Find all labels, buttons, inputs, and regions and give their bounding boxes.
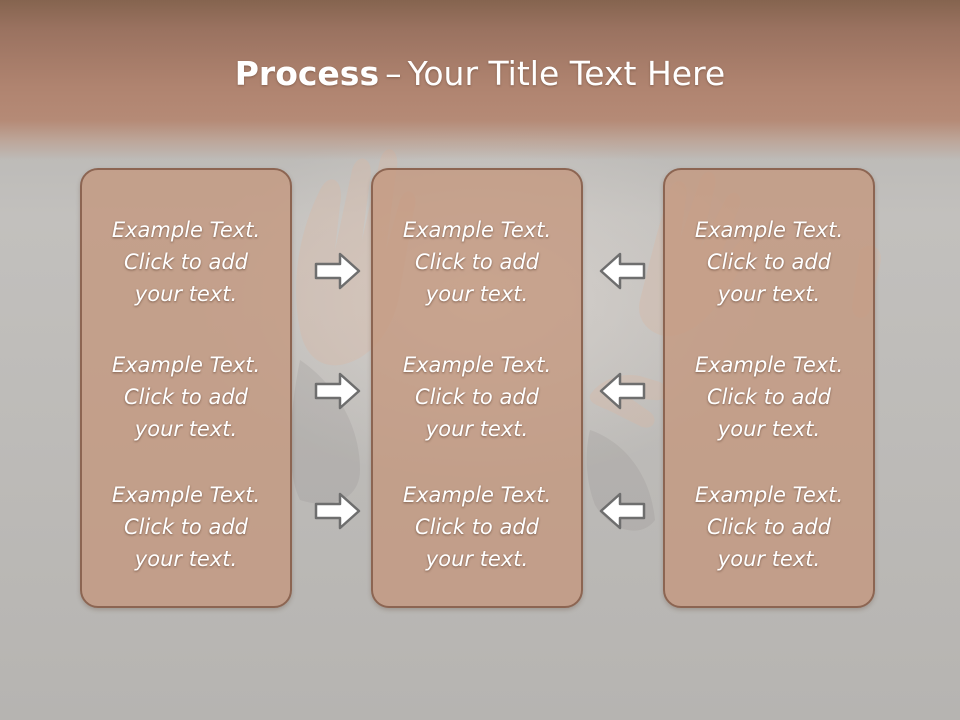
text-line: Example Text. [694,218,844,242]
right-arrow-icon [314,372,361,410]
text-line: Click to add [706,385,831,409]
title-separator: – [385,54,402,93]
text-line: Example Text. [694,483,844,507]
right-arrow-icon [314,492,361,530]
text-line: Click to add [123,515,248,539]
title-bold-text: Process [234,54,380,93]
text-line: your text. [425,282,529,306]
title-band [0,0,960,160]
text-line: Click to add [414,250,539,274]
text-line: your text. [134,282,238,306]
text-placeholder[interactable]: Example Text. Click to add your text. [373,349,581,445]
text-line: your text. [425,417,529,441]
text-line: Example Text. [402,483,552,507]
text-placeholder[interactable]: Example Text. Click to add your text. [82,349,290,445]
text-placeholder[interactable]: Example Text. Click to add your text. [665,214,873,310]
text-line: your text. [134,547,238,571]
text-placeholder[interactable]: Example Text. Click to add your text. [82,479,290,575]
text-placeholder[interactable]: Example Text. Click to add your text. [373,479,581,575]
text-line: Click to add [123,250,248,274]
text-line: Click to add [706,250,831,274]
left-arrow-icon [599,492,646,530]
text-line: Example Text. [402,353,552,377]
text-line: Click to add [414,385,539,409]
text-line: your text. [717,547,821,571]
text-placeholder[interactable]: Example Text. Click to add your text. [665,479,873,575]
text-line: Example Text. [694,353,844,377]
slide-title[interactable]: Process–Your Title Text Here [0,52,960,96]
title-rest-text: Your Title Text Here [407,54,726,93]
text-line: Click to add [123,385,248,409]
text-line: Example Text. [111,218,261,242]
text-line: your text. [717,417,821,441]
left-arrow-icon [599,252,646,290]
text-line: Click to add [414,515,539,539]
text-placeholder[interactable]: Example Text. Click to add your text. [82,214,290,310]
text-line: your text. [717,282,821,306]
right-arrow-icon [314,252,361,290]
text-placeholder[interactable]: Example Text. Click to add your text. [373,214,581,310]
left-arrow-icon [599,372,646,410]
left-text-box[interactable]: Example Text. Click to add your text. Ex… [80,168,292,608]
text-line: Example Text. [111,483,261,507]
text-line: Example Text. [402,218,552,242]
text-placeholder[interactable]: Example Text. Click to add your text. [665,349,873,445]
text-line: your text. [425,547,529,571]
text-line: Click to add [706,515,831,539]
text-line: your text. [134,417,238,441]
right-text-box[interactable]: Example Text. Click to add your text. Ex… [663,168,875,608]
center-text-box[interactable]: Example Text. Click to add your text. Ex… [371,168,583,608]
text-line: Example Text. [111,353,261,377]
